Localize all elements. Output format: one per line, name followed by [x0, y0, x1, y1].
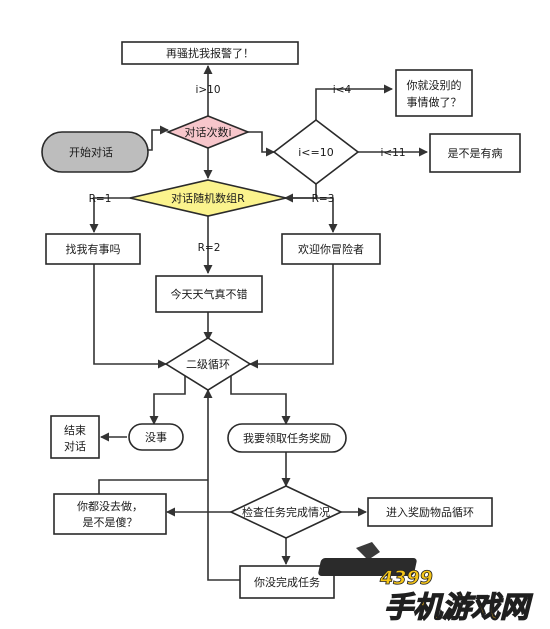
node-not-done: 你没完成任务 — [239, 565, 335, 599]
node-check-task-label: 检查任务完成情况 — [242, 505, 330, 519]
node-start-label: 开始对话 — [69, 145, 113, 159]
node-random-r-label: 对话随机数组R — [171, 191, 245, 205]
edge-welcome-to-loop — [249, 264, 334, 369]
node-report: 再骚扰我报警了！ — [121, 41, 299, 65]
node-check-task: 检查任务完成情况 — [229, 485, 343, 539]
node-nice-day-label: 今天天气真不错 — [171, 287, 248, 301]
node-find-me-label: 找我有事吗 — [66, 242, 121, 256]
node-sick: 是不是有病 — [429, 133, 521, 173]
node-get-reward-label: 我要领取任务奖励 — [243, 431, 331, 445]
edge-notdone-to-loop — [203, 389, 240, 581]
label-r2: R=2 — [198, 242, 221, 254]
node-nothing-else: 你就没别的 事情做了？ — [395, 69, 473, 117]
edge-silly-to-loop — [98, 479, 208, 496]
edge-r1 — [89, 197, 138, 233]
node-sick-label: 是不是有病 — [448, 146, 503, 160]
watermark-tag: 游吧工作室 — [452, 560, 507, 574]
node-end-line2: 对话 — [64, 439, 86, 453]
node-nothing-else-line2: 事情做了？ — [407, 95, 462, 109]
node-nice-day: 今天天气真不错 — [155, 275, 263, 313]
node-loop2-label: 二级循环 — [186, 358, 230, 371]
node-welcome: 欢迎你冒险者 — [281, 233, 381, 265]
node-nothing-else-line1: 你就没别的 — [407, 78, 462, 92]
node-welcome-label: 欢迎你冒险者 — [298, 242, 364, 256]
node-loop2: 二级循环 — [164, 337, 252, 391]
node-dialog-count: 对话次数i — [165, 115, 251, 149]
node-nothing-label: 没事 — [145, 431, 167, 444]
node-nothing: 没事 — [128, 423, 184, 451]
watermark-tag-bg — [318, 558, 417, 576]
watermark-logo: 4399 游吧工作室 手机游戏网 — [318, 542, 534, 625]
edge-r3 — [285, 197, 338, 233]
edge-findme-to-loop — [93, 264, 167, 369]
edge-count-to-cond — [247, 131, 275, 157]
node-find-me: 找我有事吗 — [45, 233, 141, 265]
node-report-label: 再骚扰我报警了！ — [166, 46, 254, 60]
node-cond-i10: i<=10 — [272, 118, 360, 186]
label-r1: R=1 — [89, 193, 112, 205]
node-end-line1: 结束 — [64, 424, 86, 437]
node-reward-loop: 进入奖励物品循环 — [367, 497, 493, 527]
label-i-gt-10: i>10 — [195, 84, 220, 96]
node-reward-loop-label: 进入奖励物品循环 — [386, 505, 474, 519]
edge-start-to-count — [148, 125, 169, 151]
watermark-number: 4399 — [379, 567, 433, 589]
label-r3: R=3 — [312, 193, 335, 205]
node-end: 结束 对话 — [50, 415, 100, 459]
edge-loop-to-reward — [230, 374, 291, 425]
node-start: 开始对话 — [41, 131, 149, 173]
node-random-r: 对话随机数组R — [129, 179, 287, 217]
node-get-reward: 我要领取任务奖励 — [227, 423, 347, 453]
label-i-lt-4: i<4 — [333, 84, 352, 96]
node-cond-i10-label: i<=10 — [298, 146, 334, 159]
node-silly: 你都没去做， 是不是傻？ — [53, 493, 167, 535]
node-dialog-count-label: 对话次数i — [184, 125, 231, 139]
gamepad-icon — [356, 542, 380, 560]
node-silly-line1: 你都没去做， — [77, 499, 143, 513]
node-silly-line2: 是不是傻？ — [83, 516, 138, 529]
node-not-done-label: 你没完成任务 — [254, 575, 320, 589]
label-i-lt-11: i<11 — [380, 147, 405, 159]
edge-loop-to-nothing — [149, 374, 186, 425]
watermark-main: 手机游戏网 — [384, 590, 533, 624]
edge-cond-to-nothingelse — [315, 84, 393, 120]
